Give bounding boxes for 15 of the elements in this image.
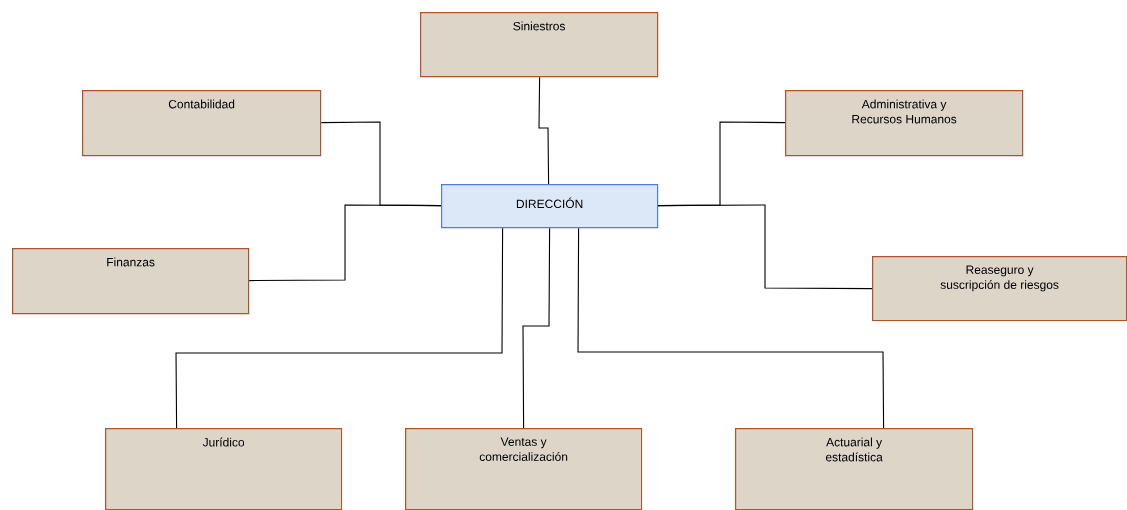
connector-line: [248, 204, 442, 282]
process-box: Contabilidad: [82, 90, 322, 157]
connector-line: [175, 227, 504, 429]
director-box: DIRECCIÓN: [441, 184, 659, 229]
process-box: Jurídico: [105, 428, 343, 510]
connector-line: [522, 227, 551, 429]
connector-line: [657, 204, 873, 290]
process-box: Actuarial y estadística: [735, 428, 974, 510]
connector-line: [577, 227, 885, 429]
process-box: Siniestros: [420, 12, 659, 78]
connector-line: [538, 76, 550, 185]
process-box: Ventas y comercialización: [405, 428, 643, 510]
process-box: Reaseguro y suscripción de riesgos: [872, 256, 1127, 322]
process-box: Finanzas: [12, 248, 250, 315]
process-box: Administrativa y Recursos Humanos: [785, 90, 1024, 157]
